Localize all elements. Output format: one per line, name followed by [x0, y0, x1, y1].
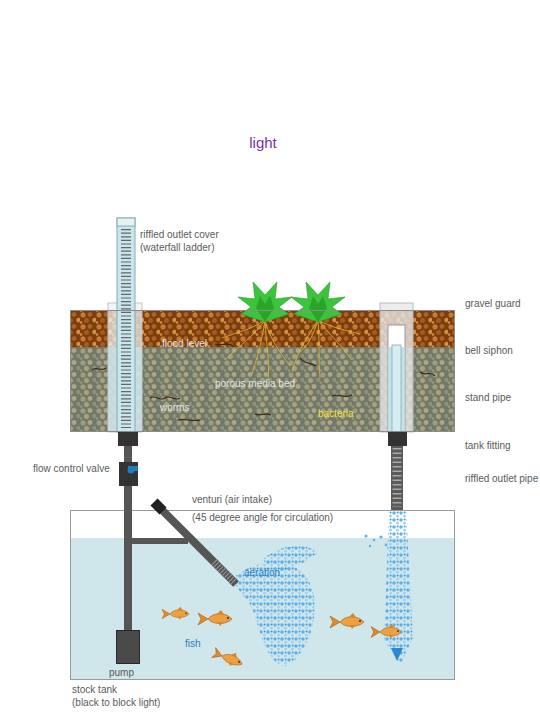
worm — [215, 344, 233, 346]
leaves-center — [256, 296, 274, 322]
flood-water — [70, 347, 455, 432]
part-label: riffled outlet cover (waterfall ladder) — [140, 228, 240, 254]
light-label: light — [228, 134, 298, 152]
node-label: fish — [185, 637, 201, 650]
tank-fitting — [118, 432, 138, 446]
column-water — [108, 347, 142, 432]
bubble — [385, 544, 388, 547]
tank-fitting — [388, 432, 407, 446]
plant — [238, 282, 292, 322]
grow-bed: flood level porous media bed worms bacteria — [70, 310, 455, 432]
pump-box: pump — [116, 630, 140, 664]
roots — [222, 320, 360, 380]
riffled-outlet-cover — [117, 218, 135, 432]
aeration-bubbles — [232, 562, 315, 666]
root — [265, 320, 269, 380]
root — [318, 320, 320, 378]
venturi-thread — [214, 562, 235, 583]
waterfall-ladder — [121, 229, 131, 428]
node-label: porous media bed — [215, 377, 295, 390]
worm — [420, 372, 435, 376]
node-label: pump — [109, 666, 134, 679]
worm — [255, 414, 271, 415]
plant — [291, 282, 345, 322]
part-label: (45 degree angle for circulation) — [192, 511, 333, 524]
stray-bubbles — [365, 535, 388, 548]
node-label: (black to block light) — [72, 696, 160, 709]
fish — [211, 645, 245, 670]
fish — [162, 607, 189, 620]
pipe-connector — [391, 432, 403, 510]
root — [318, 320, 352, 360]
worm — [300, 358, 316, 366]
fish — [198, 610, 232, 626]
bubble — [373, 539, 376, 542]
part-label: riffled outlet pipe — [465, 472, 538, 485]
valve-handle — [128, 467, 135, 474]
part-label: stand pipe — [465, 391, 511, 404]
root — [292, 320, 318, 372]
dry-gravel — [70, 310, 455, 347]
fish — [371, 624, 402, 638]
flow-control-valve — [119, 462, 138, 486]
waterfall-stream — [384, 510, 413, 664]
part-label: tank fitting — [465, 439, 511, 452]
node-label: worms — [160, 401, 189, 414]
gravel-guard — [380, 303, 413, 432]
flow-arrow — [391, 648, 403, 661]
node-label: stock tank — [72, 683, 117, 696]
stock-tank: stock tank(black to block light)aeration… — [70, 510, 455, 680]
node-label: bacteria — [318, 407, 354, 420]
root — [222, 320, 265, 338]
leaves-center — [309, 296, 327, 322]
valve-handle — [128, 466, 138, 471]
part-label: flow control valve — [33, 462, 110, 475]
root — [318, 320, 360, 334]
worm — [92, 368, 106, 370]
worm — [150, 397, 180, 399]
root — [300, 320, 318, 352]
leaves — [291, 282, 345, 322]
bell-siphon — [388, 325, 405, 432]
part-label: gravel guard — [465, 297, 521, 310]
bubble — [379, 535, 382, 538]
riffled-outlet-pipe — [393, 448, 402, 507]
fish — [330, 613, 364, 629]
root — [265, 320, 290, 366]
bubble — [369, 545, 371, 547]
worms — [92, 344, 435, 421]
node-label: flood level — [162, 337, 207, 350]
tank-water — [71, 538, 454, 679]
siphon-water — [389, 347, 405, 432]
part-label: venturi (air intake) — [192, 493, 272, 506]
node-label: aeration — [244, 566, 280, 579]
stand-pipe — [392, 345, 401, 432]
wet-gravel — [70, 347, 455, 432]
leaves — [238, 282, 292, 322]
cover-cap — [117, 218, 135, 226]
root — [225, 320, 265, 360]
venturi-branch — [128, 538, 188, 544]
worm — [332, 395, 352, 396]
part-label: bell siphon — [465, 344, 513, 357]
bubble — [365, 535, 368, 538]
pipe-column — [108, 303, 142, 432]
root — [252, 320, 265, 374]
worm — [178, 419, 200, 420]
pipe-connector — [124, 432, 132, 630]
